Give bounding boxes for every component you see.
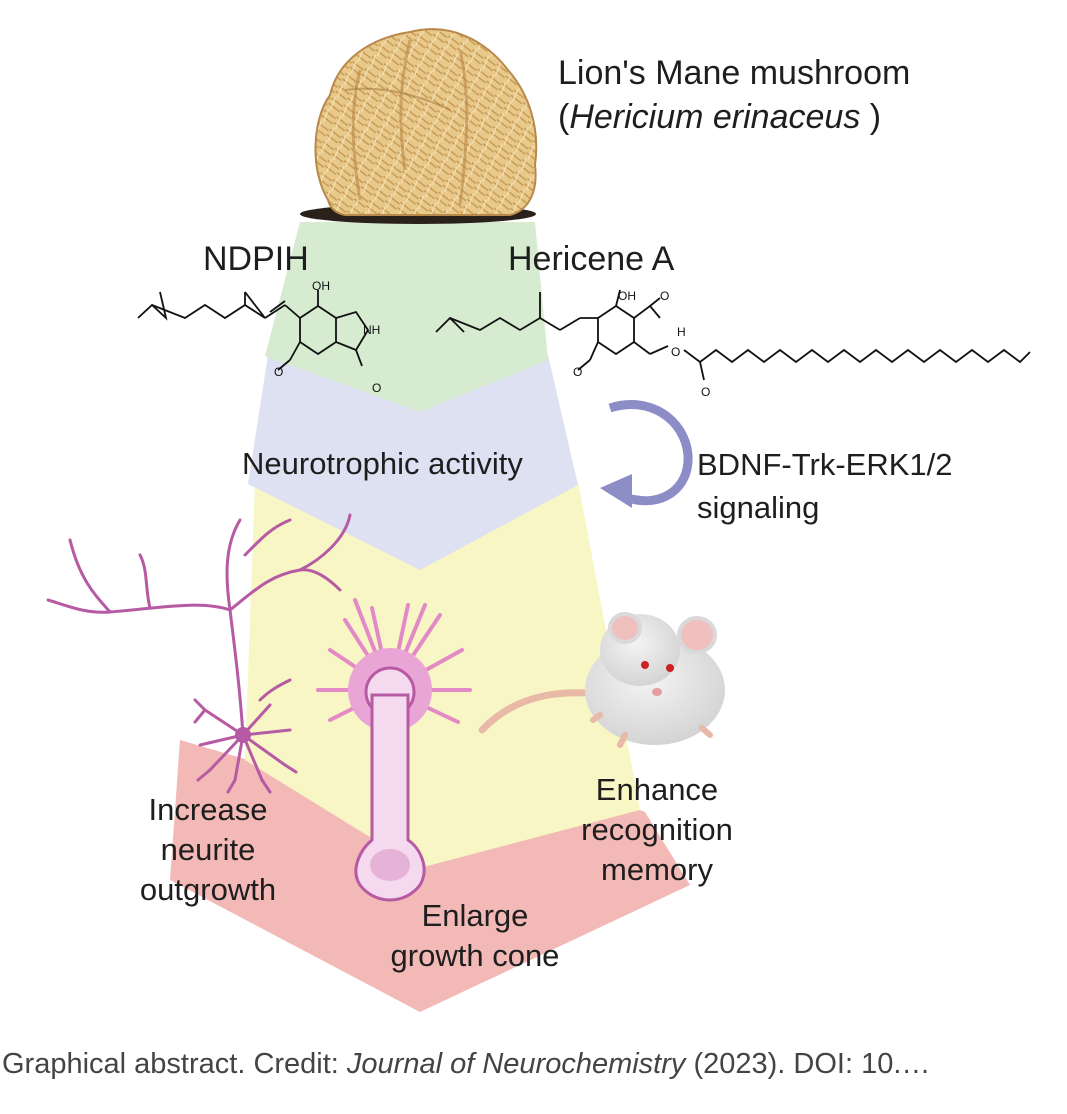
mouse-icon: [478, 612, 725, 748]
ndpih-structure: [137, 290, 370, 371]
caption-suffix: (2023). DOI: 10.…: [685, 1048, 931, 1080]
compound-hericene-a-label: Hericene A: [508, 240, 675, 278]
caption-journal: Journal of Neurochemistry: [346, 1048, 686, 1080]
ndpih-methoxy-o-label: O: [274, 365, 283, 379]
neuron-cell-body: [235, 727, 251, 743]
hericene-oh-label: OH: [618, 289, 636, 303]
outcome-memory-line1: Enhance: [596, 772, 718, 807]
figure-caption: Graphical abstract. Credit: Journal of N…: [2, 1048, 1064, 1081]
ndpih-carbonyl-o-label: O: [372, 381, 381, 395]
caption-prefix: Graphical abstract. Credit:: [2, 1048, 347, 1080]
neurotrophic-activity-label: Neurotrophic activity: [242, 446, 523, 481]
ndpih-nh-label: NH: [363, 323, 380, 337]
outcome-neurite-line2: neurite: [161, 832, 256, 867]
hericene-a-structure: [435, 289, 1031, 381]
graphical-abstract-diagram: Lion's Mane mushroom (Hericium erinaceus…: [46, 28, 1031, 1012]
outcome-neurite-line1: Increase: [149, 792, 268, 827]
band-green: [265, 222, 548, 412]
outcome-cone-line2: growth cone: [391, 938, 560, 973]
compound-ndpih-label: NDPIH: [203, 240, 309, 278]
branching-neuron-icon: [46, 513, 352, 794]
signaling-line1: BDNF-Trk-ERK1/2: [697, 447, 952, 482]
hericene-ester-o-label: O: [671, 345, 680, 359]
outcome-memory: Enhance recognition memory: [581, 772, 733, 887]
ndpih-oh-label: OH: [312, 279, 330, 293]
lions-mane-mushroom-image: [300, 28, 538, 224]
signaling-line2: signaling: [697, 490, 819, 525]
outcome-neurite-line3: outgrowth: [140, 872, 276, 907]
hericene-aldehyde-h-label: H: [677, 325, 686, 339]
paren-close: ): [860, 98, 881, 136]
paren-open: (: [558, 98, 570, 136]
mushroom-name-line1: Lion's Mane mushroom: [558, 54, 910, 92]
mushroom-name-line2: (Hericium erinaceus ): [558, 98, 881, 136]
growth-cone-icon: [316, 598, 472, 902]
outcome-memory-line2: recognition: [581, 812, 733, 847]
band-yellow: [245, 482, 640, 868]
signaling-cycle-arrow-icon: [600, 400, 693, 508]
species-name: Hericium erinaceus: [569, 98, 860, 136]
outcome-growth-cone: Enlarge growth cone: [391, 898, 560, 973]
hericene-methoxy-o-label: O: [573, 365, 582, 379]
band-blue: [248, 355, 578, 570]
outcome-memory-line3: memory: [601, 852, 713, 887]
outcome-neurite: Increase neurite outgrowth: [140, 792, 276, 907]
outcome-cone-line1: Enlarge: [422, 898, 529, 933]
hericene-carbonyl-o-label: O: [701, 385, 710, 399]
hericene-aldehyde-o-label: O: [660, 289, 669, 303]
